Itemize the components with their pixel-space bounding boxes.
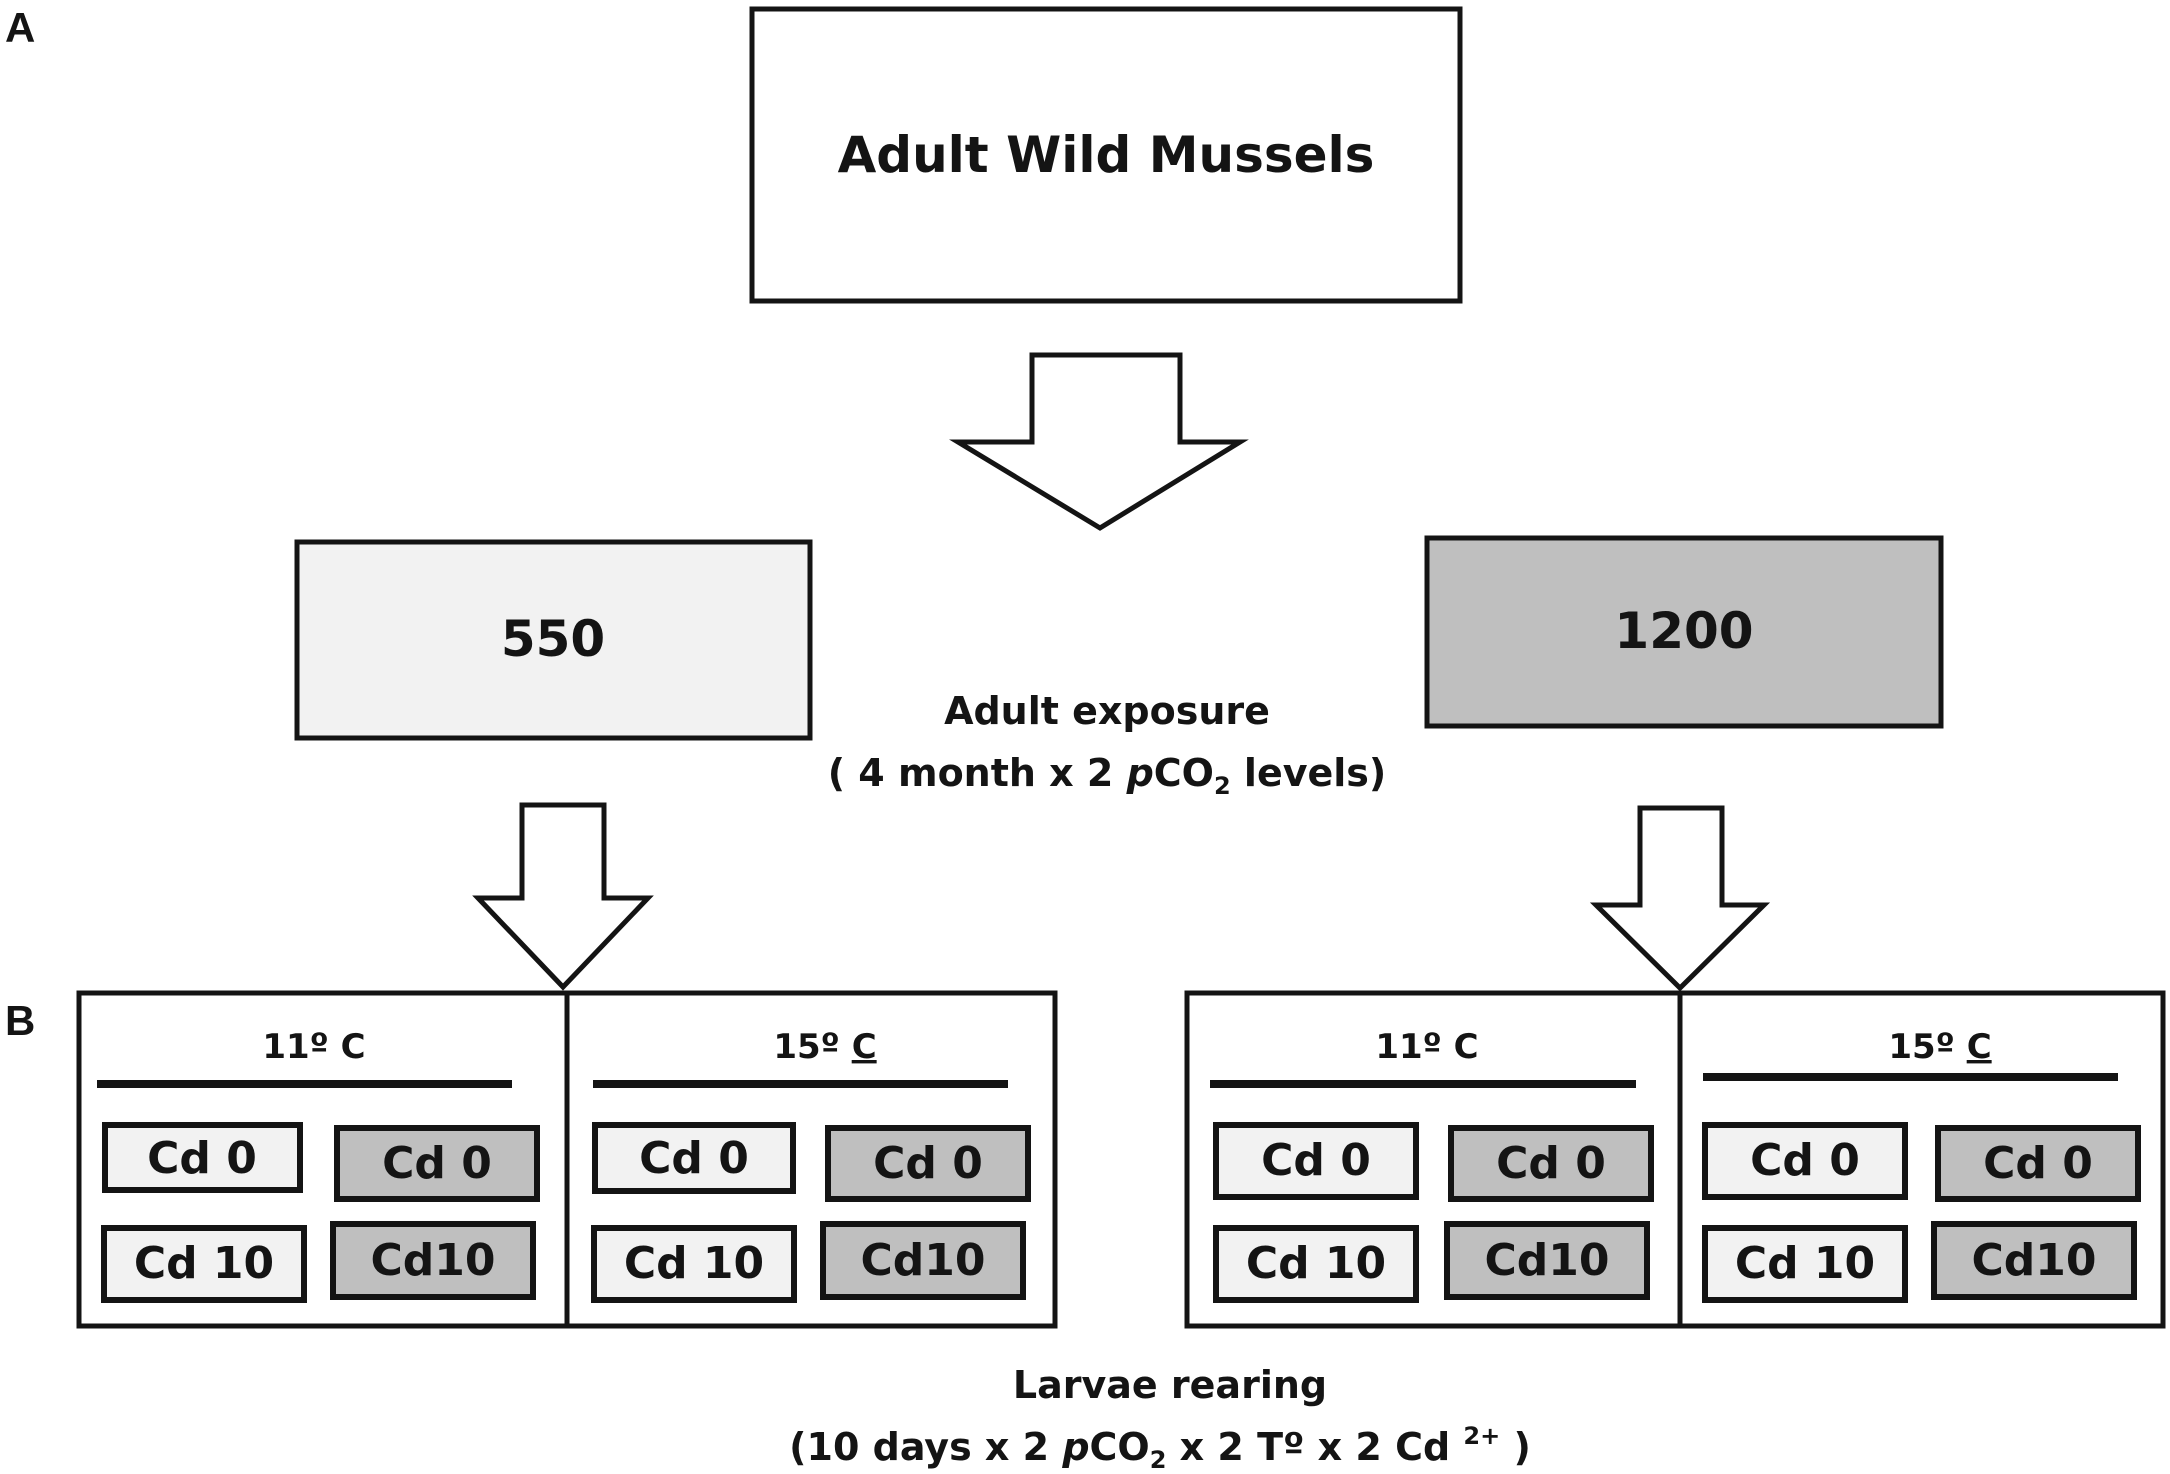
treatment-label: Cd 0 xyxy=(873,1138,983,1189)
adult-exposure-detail: ( 4 month x 2 pCO2 levels) xyxy=(828,751,1387,800)
arrow-down-left-icon xyxy=(472,802,654,991)
temp-15-label: 15º C xyxy=(1888,1027,1991,1067)
larvae-group-1200: 11º C 15º C Cd 0 Cd 0 Cd 10 Cd10 Cd 0 xyxy=(1184,990,2166,1329)
treatment-label: Cd 0 xyxy=(1261,1135,1371,1186)
treatment-box: Cd10 xyxy=(820,1221,1026,1300)
treatment-box: Cd 10 xyxy=(101,1225,307,1303)
treatment-box: Cd 0 xyxy=(1702,1122,1908,1200)
treatment-label: Cd10 xyxy=(1484,1235,1609,1286)
level-1200-label: 1200 xyxy=(1614,602,1753,660)
panel-label-b: B xyxy=(5,997,35,1044)
treatment-label: Cd 10 xyxy=(1735,1238,1875,1289)
treatment-label: Cd10 xyxy=(1971,1235,2096,1286)
treatment-label: Cd 0 xyxy=(1983,1138,2093,1189)
temp-15-label: 15º C xyxy=(773,1027,876,1067)
treatment-label: Cd 0 xyxy=(1750,1135,1860,1186)
treatment-box: Cd 0 xyxy=(102,1122,303,1193)
treatment-box: Cd 0 xyxy=(1213,1122,1419,1200)
treatment-box: Cd10 xyxy=(330,1221,536,1300)
level-550-box: 550 xyxy=(294,539,813,741)
treatment-label: Cd 0 xyxy=(147,1133,257,1184)
treatment-label: Cd10 xyxy=(860,1235,985,1286)
treatment-box: Cd 0 xyxy=(825,1125,1031,1202)
level-1200-box: 1200 xyxy=(1424,535,1944,729)
treatment-box: Cd 0 xyxy=(334,1125,540,1202)
treatment-box: Cd 0 xyxy=(592,1122,796,1194)
adult-exposure-title: Adult exposure xyxy=(944,689,1270,733)
treatment-box: Cd10 xyxy=(1444,1221,1650,1300)
treatment-label: Cd 0 xyxy=(382,1138,492,1189)
treatment-box: Cd 0 xyxy=(1935,1125,2141,1202)
treatment-label: Cd 0 xyxy=(1496,1138,1606,1189)
temp-11-label: 11º C xyxy=(1375,1027,1478,1067)
adult-wild-mussels-box: Adult Wild Mussels xyxy=(749,6,1463,304)
treatment-label: Cd10 xyxy=(370,1235,495,1286)
treatment-box: Cd 10 xyxy=(1213,1225,1419,1303)
treatment-box: Cd 0 xyxy=(1448,1125,1654,1202)
treatment-label: Cd 10 xyxy=(134,1238,274,1289)
level-550-label: 550 xyxy=(501,610,605,668)
larvae-group-550: 11º C 15º C Cd 0 Cd 0 Cd 10 Cd10 Cd 0 xyxy=(76,990,1058,1329)
larvae-rearing-title: Larvae rearing xyxy=(1013,1363,1327,1407)
treatment-box: Cd 10 xyxy=(591,1225,797,1303)
treatment-label: Cd 0 xyxy=(639,1133,749,1184)
temp-11-label: 11º C xyxy=(262,1027,365,1067)
treatment-box: Cd10 xyxy=(1931,1221,2137,1300)
treatment-label: Cd 10 xyxy=(624,1238,764,1289)
larvae-rearing-detail: (10 days x 2 pCO2 x 2 Tº x 2 Cd 2+ ) xyxy=(789,1422,1531,1474)
treatment-label: Cd 10 xyxy=(1246,1238,1386,1289)
arrow-down-icon xyxy=(949,352,1249,531)
adult-wild-mussels-label: Adult Wild Mussels xyxy=(838,126,1375,184)
panel-label-a: A xyxy=(5,4,35,51)
arrow-down-right-icon xyxy=(1589,805,1771,992)
treatment-box: Cd 10 xyxy=(1702,1225,1908,1303)
